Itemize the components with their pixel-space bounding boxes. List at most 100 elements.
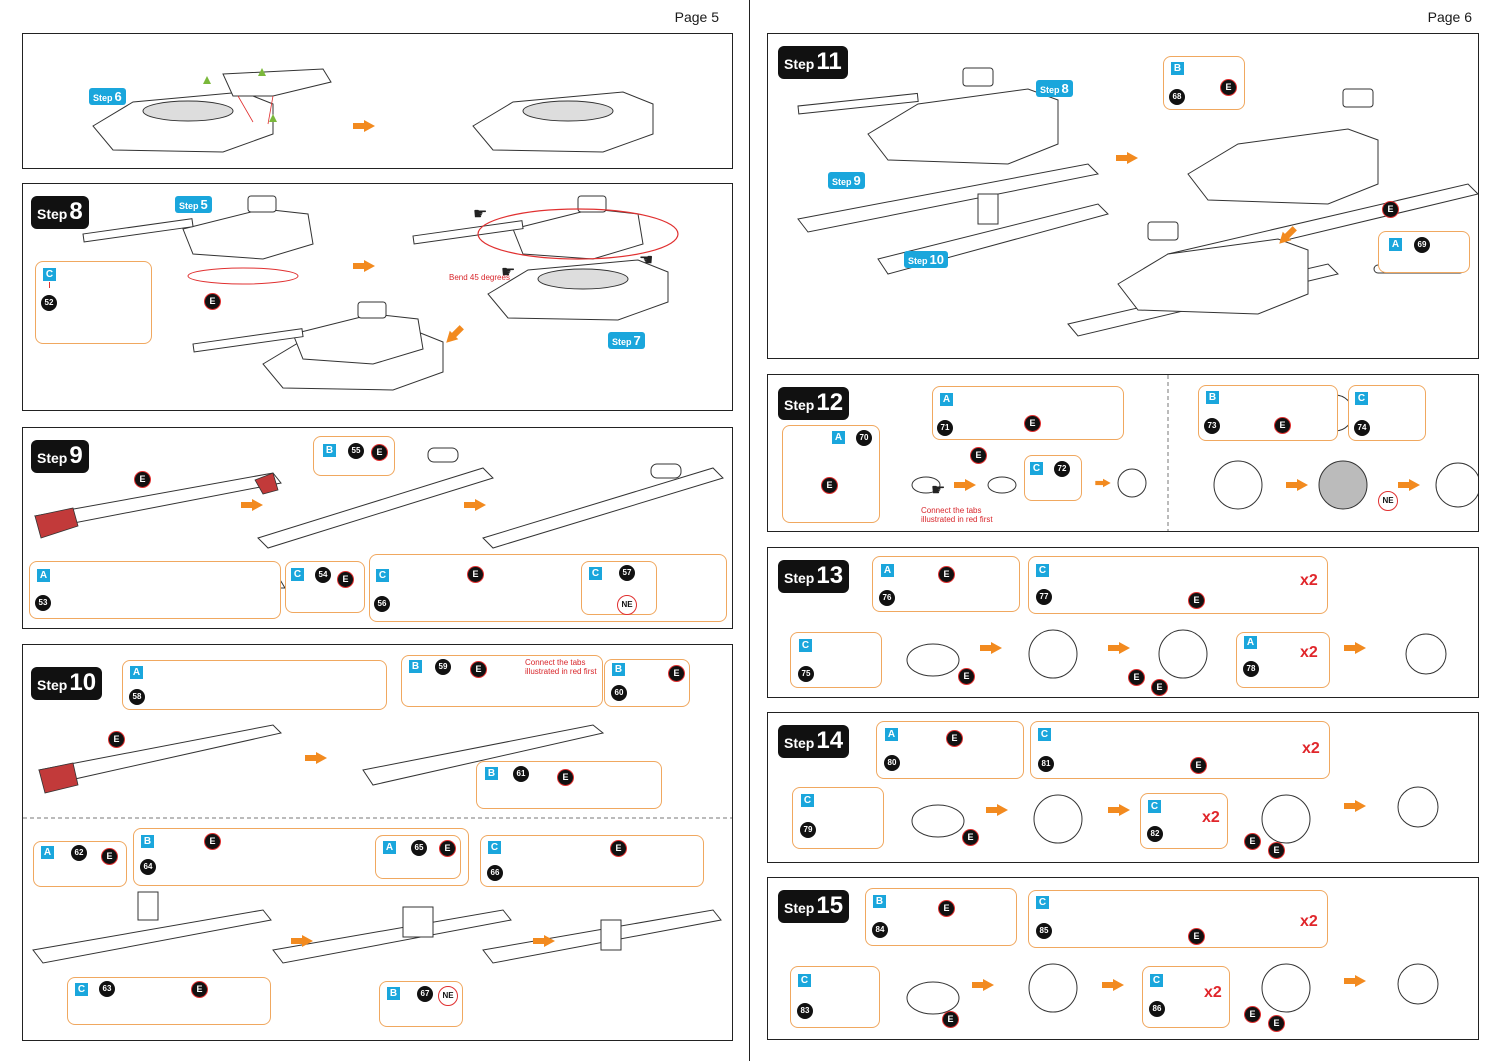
part-letter: A	[383, 841, 396, 854]
e-badge: E	[101, 848, 118, 865]
quantity-x2: x2	[1202, 809, 1220, 826]
part-box-71	[932, 386, 1124, 440]
arrow-right-icon	[986, 804, 1008, 816]
part-box-56	[369, 554, 727, 622]
e-badge: E	[1188, 928, 1205, 945]
e-badge: E	[439, 840, 456, 857]
e-badge: E	[1190, 757, 1207, 774]
panel-step-15: Step15 C 83 B 84 E E C 85 E x2 C 86 x2 E…	[767, 877, 1479, 1040]
pointing-hand-icon: ☛	[931, 482, 946, 499]
part-number: 83	[797, 1003, 813, 1019]
quantity-x2: x2	[1300, 572, 1318, 589]
quantity-x2: x2	[1204, 984, 1222, 1001]
panel-step-9: Step9 E A 53 B 55 E C 54 E C 56 E C 57 N…	[22, 427, 733, 629]
part-number: 64	[140, 859, 156, 875]
bend-note: Bend 45 degrees	[449, 273, 510, 282]
step-12-badge: Step12	[778, 387, 850, 420]
e-badge: E	[1244, 833, 1261, 850]
quantity-x2: x2	[1300, 913, 1318, 930]
part-letter: B	[409, 660, 422, 673]
part-letter: A	[940, 393, 953, 406]
pointing-hand-icon: ☛	[473, 206, 488, 223]
part-number: 62	[71, 845, 87, 861]
arrow-right-icon	[241, 499, 263, 511]
e-badge: E	[610, 840, 627, 857]
e-badge: E	[1128, 669, 1145, 686]
e-badge: E	[557, 769, 574, 786]
panel-step-14: Step14 C 79 A 80 E E C 81 E x2 C 82 x2 E…	[767, 712, 1479, 863]
arrow-right-icon	[1398, 479, 1420, 491]
step-8-badge: Step8	[31, 196, 89, 229]
part-letter: C	[1030, 462, 1043, 475]
part-number: 55	[348, 443, 364, 459]
part-box-53	[29, 561, 281, 619]
part-letter: C	[376, 569, 389, 582]
part-number: 77	[1036, 589, 1052, 605]
e-badge: E	[668, 665, 685, 682]
part-letter: A	[1389, 238, 1402, 251]
part-letter: B	[485, 767, 498, 780]
part-letter: A	[130, 666, 143, 679]
arrow-right-icon	[1108, 804, 1130, 816]
part-dash	[49, 282, 50, 288]
e-badge: E	[470, 661, 487, 678]
e-badge: E	[1188, 592, 1205, 609]
part-box-81	[1030, 721, 1330, 779]
hull-top-illustration	[92, 68, 654, 153]
part-number: 58	[129, 689, 145, 705]
part-letter: C	[1038, 728, 1051, 741]
part-letter: A	[41, 846, 54, 859]
part-number: 72	[1054, 461, 1070, 477]
part-letter: B	[387, 987, 400, 1000]
arrow-right-icon	[533, 935, 555, 947]
part-letter: A	[1244, 636, 1257, 649]
e-badge: E	[1274, 417, 1291, 434]
e-badge: E	[204, 293, 221, 310]
e-badge: E	[1024, 415, 1041, 432]
e-badge: E	[942, 1011, 959, 1028]
part-letter: A	[881, 564, 894, 577]
part-box-76	[872, 556, 1020, 612]
arrow-right-icon	[353, 260, 375, 272]
e-badge: E	[337, 571, 354, 588]
part-number: 69	[1414, 237, 1430, 253]
part-number: 56	[374, 596, 390, 612]
part-letter: B	[141, 835, 154, 848]
part-letter: C	[291, 568, 304, 581]
part-letter: C	[589, 567, 602, 580]
part-number: 73	[1204, 418, 1220, 434]
part-number: 81	[1038, 756, 1054, 772]
part-letter: B	[1206, 391, 1219, 404]
part-letter: C	[43, 268, 56, 281]
part-number: 61	[513, 766, 529, 782]
part-number: 63	[99, 981, 115, 997]
part-number: 54	[315, 567, 331, 583]
quantity-x2: x2	[1300, 644, 1318, 661]
quantity-x2: x2	[1302, 740, 1320, 757]
arrow-right-icon	[1344, 800, 1366, 812]
ne-badge: NE	[438, 986, 458, 1006]
e-badge: E	[1268, 1015, 1285, 1032]
part-letter: A	[885, 728, 898, 741]
part-box-66	[480, 835, 704, 887]
step-10-badge: Step10	[31, 667, 103, 700]
part-box-59	[401, 655, 603, 707]
part-number: 66	[487, 865, 503, 881]
e-badge: E	[970, 447, 987, 464]
part-box-77	[1028, 556, 1328, 614]
part-letter: C	[799, 639, 812, 652]
connect-tabs-note: Connect the tabs illustrated in red firs…	[921, 506, 993, 524]
part-letter: C	[1355, 392, 1368, 405]
page-number: Page 5	[674, 9, 719, 25]
part-letter: C	[1036, 896, 1049, 909]
arrow-right-icon	[972, 979, 994, 991]
arrow-right-icon	[1108, 642, 1130, 654]
part-letter: C	[1150, 974, 1163, 987]
part-number: 84	[872, 922, 888, 938]
part-number: 57	[619, 565, 635, 581]
